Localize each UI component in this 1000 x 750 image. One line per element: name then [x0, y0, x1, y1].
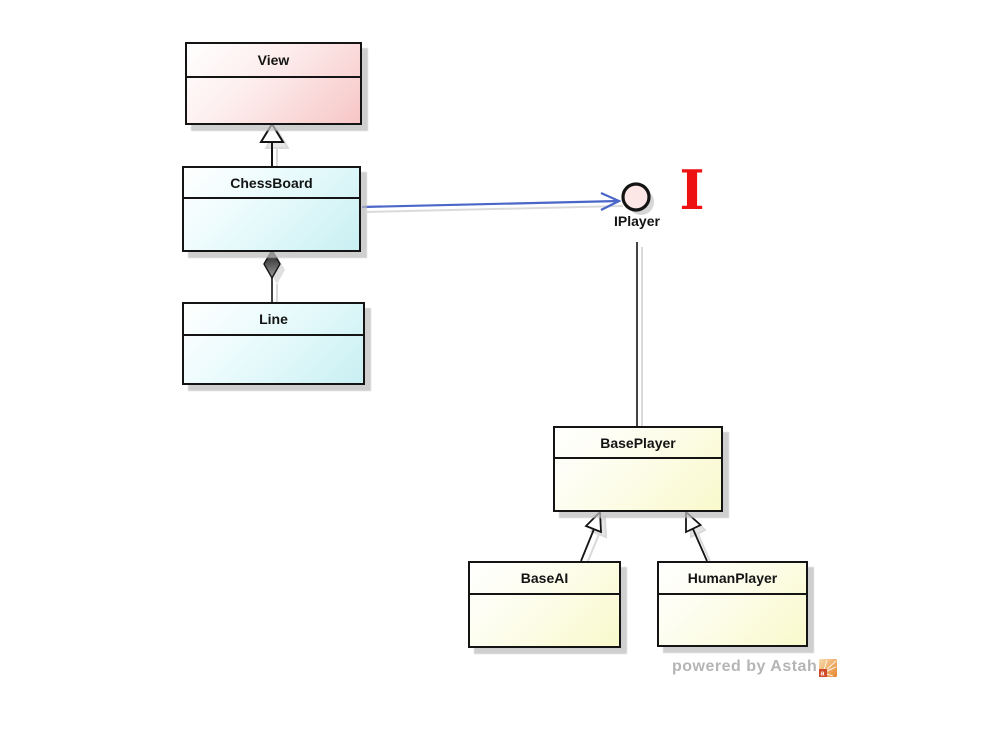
astah-logo-icon: a: [819, 659, 838, 678]
red-i-marker: I: [679, 158, 705, 222]
class-humanplayer-title: HumanPlayer: [659, 563, 806, 595]
generalization-chessboard-view[interactable]: [259, 122, 285, 166]
iplayer-interface-ball[interactable]: [621, 182, 651, 212]
class-baseplayer-title: BasePlayer: [555, 428, 721, 459]
class-chessboard-title: ChessBoard: [184, 168, 359, 199]
class-baseplayer[interactable]: BasePlayer: [553, 426, 723, 512]
class-baseai-title: BaseAI: [470, 563, 619, 595]
class-view-title: View: [187, 44, 360, 78]
generalization-humanplayer-baseplayer[interactable]: [685, 509, 708, 562]
class-humanplayer[interactable]: HumanPlayer: [657, 561, 808, 647]
svg-text:a: a: [821, 671, 825, 678]
iplayer-interface-label: IPlayer: [614, 213, 660, 229]
class-view[interactable]: View: [185, 42, 362, 125]
watermark-text: powered by Astah: [672, 658, 818, 675]
aggregation-chessboard-line[interactable]: [263, 248, 281, 302]
class-line-title: Line: [184, 304, 363, 336]
class-chessboard[interactable]: ChessBoard: [182, 166, 361, 252]
usage-chessboard-iplayer[interactable]: [361, 191, 622, 211]
class-line[interactable]: Line: [182, 302, 365, 385]
class-baseai[interactable]: BaseAI: [468, 561, 621, 648]
watermark: powered by Astah a: [672, 658, 838, 678]
generalization-baseai-baseplayer[interactable]: [580, 509, 602, 562]
